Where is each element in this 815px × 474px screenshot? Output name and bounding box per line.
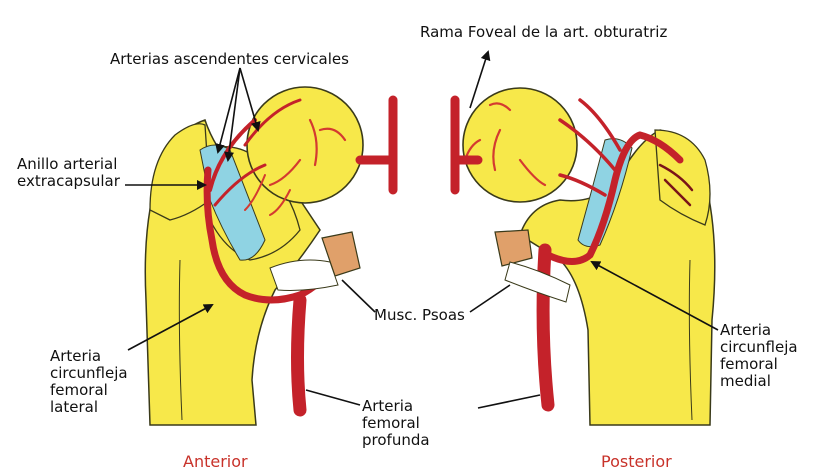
label-medial-circumflex: Arteria circunfleja femoral medial bbox=[720, 322, 798, 390]
line-profunda-posterior bbox=[478, 395, 540, 408]
label-lateral-line4: lateral bbox=[50, 399, 128, 416]
line-profunda bbox=[306, 390, 360, 405]
anterior-profunda-artery bbox=[298, 300, 301, 410]
line-psoas-anterior bbox=[342, 280, 375, 312]
label-ring: Anillo arterial extracapsular bbox=[17, 156, 120, 190]
label-medial-line4: medial bbox=[720, 373, 798, 390]
label-medial-line1: Arteria bbox=[720, 322, 798, 339]
label-lateral-circumflex: Arteria circunfleja femoral lateral bbox=[50, 348, 128, 416]
arrow-ascending-3 bbox=[240, 68, 258, 130]
label-lateral-line2: circunfleja bbox=[50, 365, 128, 382]
label-ring-line2: extracapsular bbox=[17, 173, 120, 190]
label-foveal-branch: Rama Foveal de la art. obturatriz bbox=[420, 24, 667, 41]
label-profunda-line3: profunda bbox=[362, 432, 430, 449]
label-profunda: Arteria femoral profunda bbox=[362, 398, 430, 449]
posterior-femoral-head bbox=[463, 88, 577, 202]
arrow-ascending-2 bbox=[228, 68, 240, 160]
label-psoas: Musc. Psoas bbox=[374, 307, 465, 324]
label-lateral-line3: femoral bbox=[50, 382, 128, 399]
view-label-posterior: Posterior bbox=[601, 452, 672, 471]
anterior-greater-trochanter bbox=[150, 124, 210, 220]
label-profunda-line2: femoral bbox=[362, 415, 430, 432]
label-lateral-line1: Arteria bbox=[50, 348, 128, 365]
line-psoas-posterior bbox=[470, 285, 510, 312]
label-profunda-line1: Arteria bbox=[362, 398, 430, 415]
posterior-psoas-muscle bbox=[495, 230, 532, 266]
label-ascending-cervical: Arterias ascendentes cervicales bbox=[110, 51, 349, 68]
label-medial-line3: femoral bbox=[720, 356, 798, 373]
anterior-femoral-head bbox=[247, 87, 363, 203]
label-medial-line2: circunfleja bbox=[720, 339, 798, 356]
label-ring-line1: Anillo arterial bbox=[17, 156, 120, 173]
view-label-anterior: Anterior bbox=[183, 452, 248, 471]
anterior-psoas-tendon bbox=[270, 260, 338, 290]
anterior-foveal-artery bbox=[360, 100, 393, 190]
